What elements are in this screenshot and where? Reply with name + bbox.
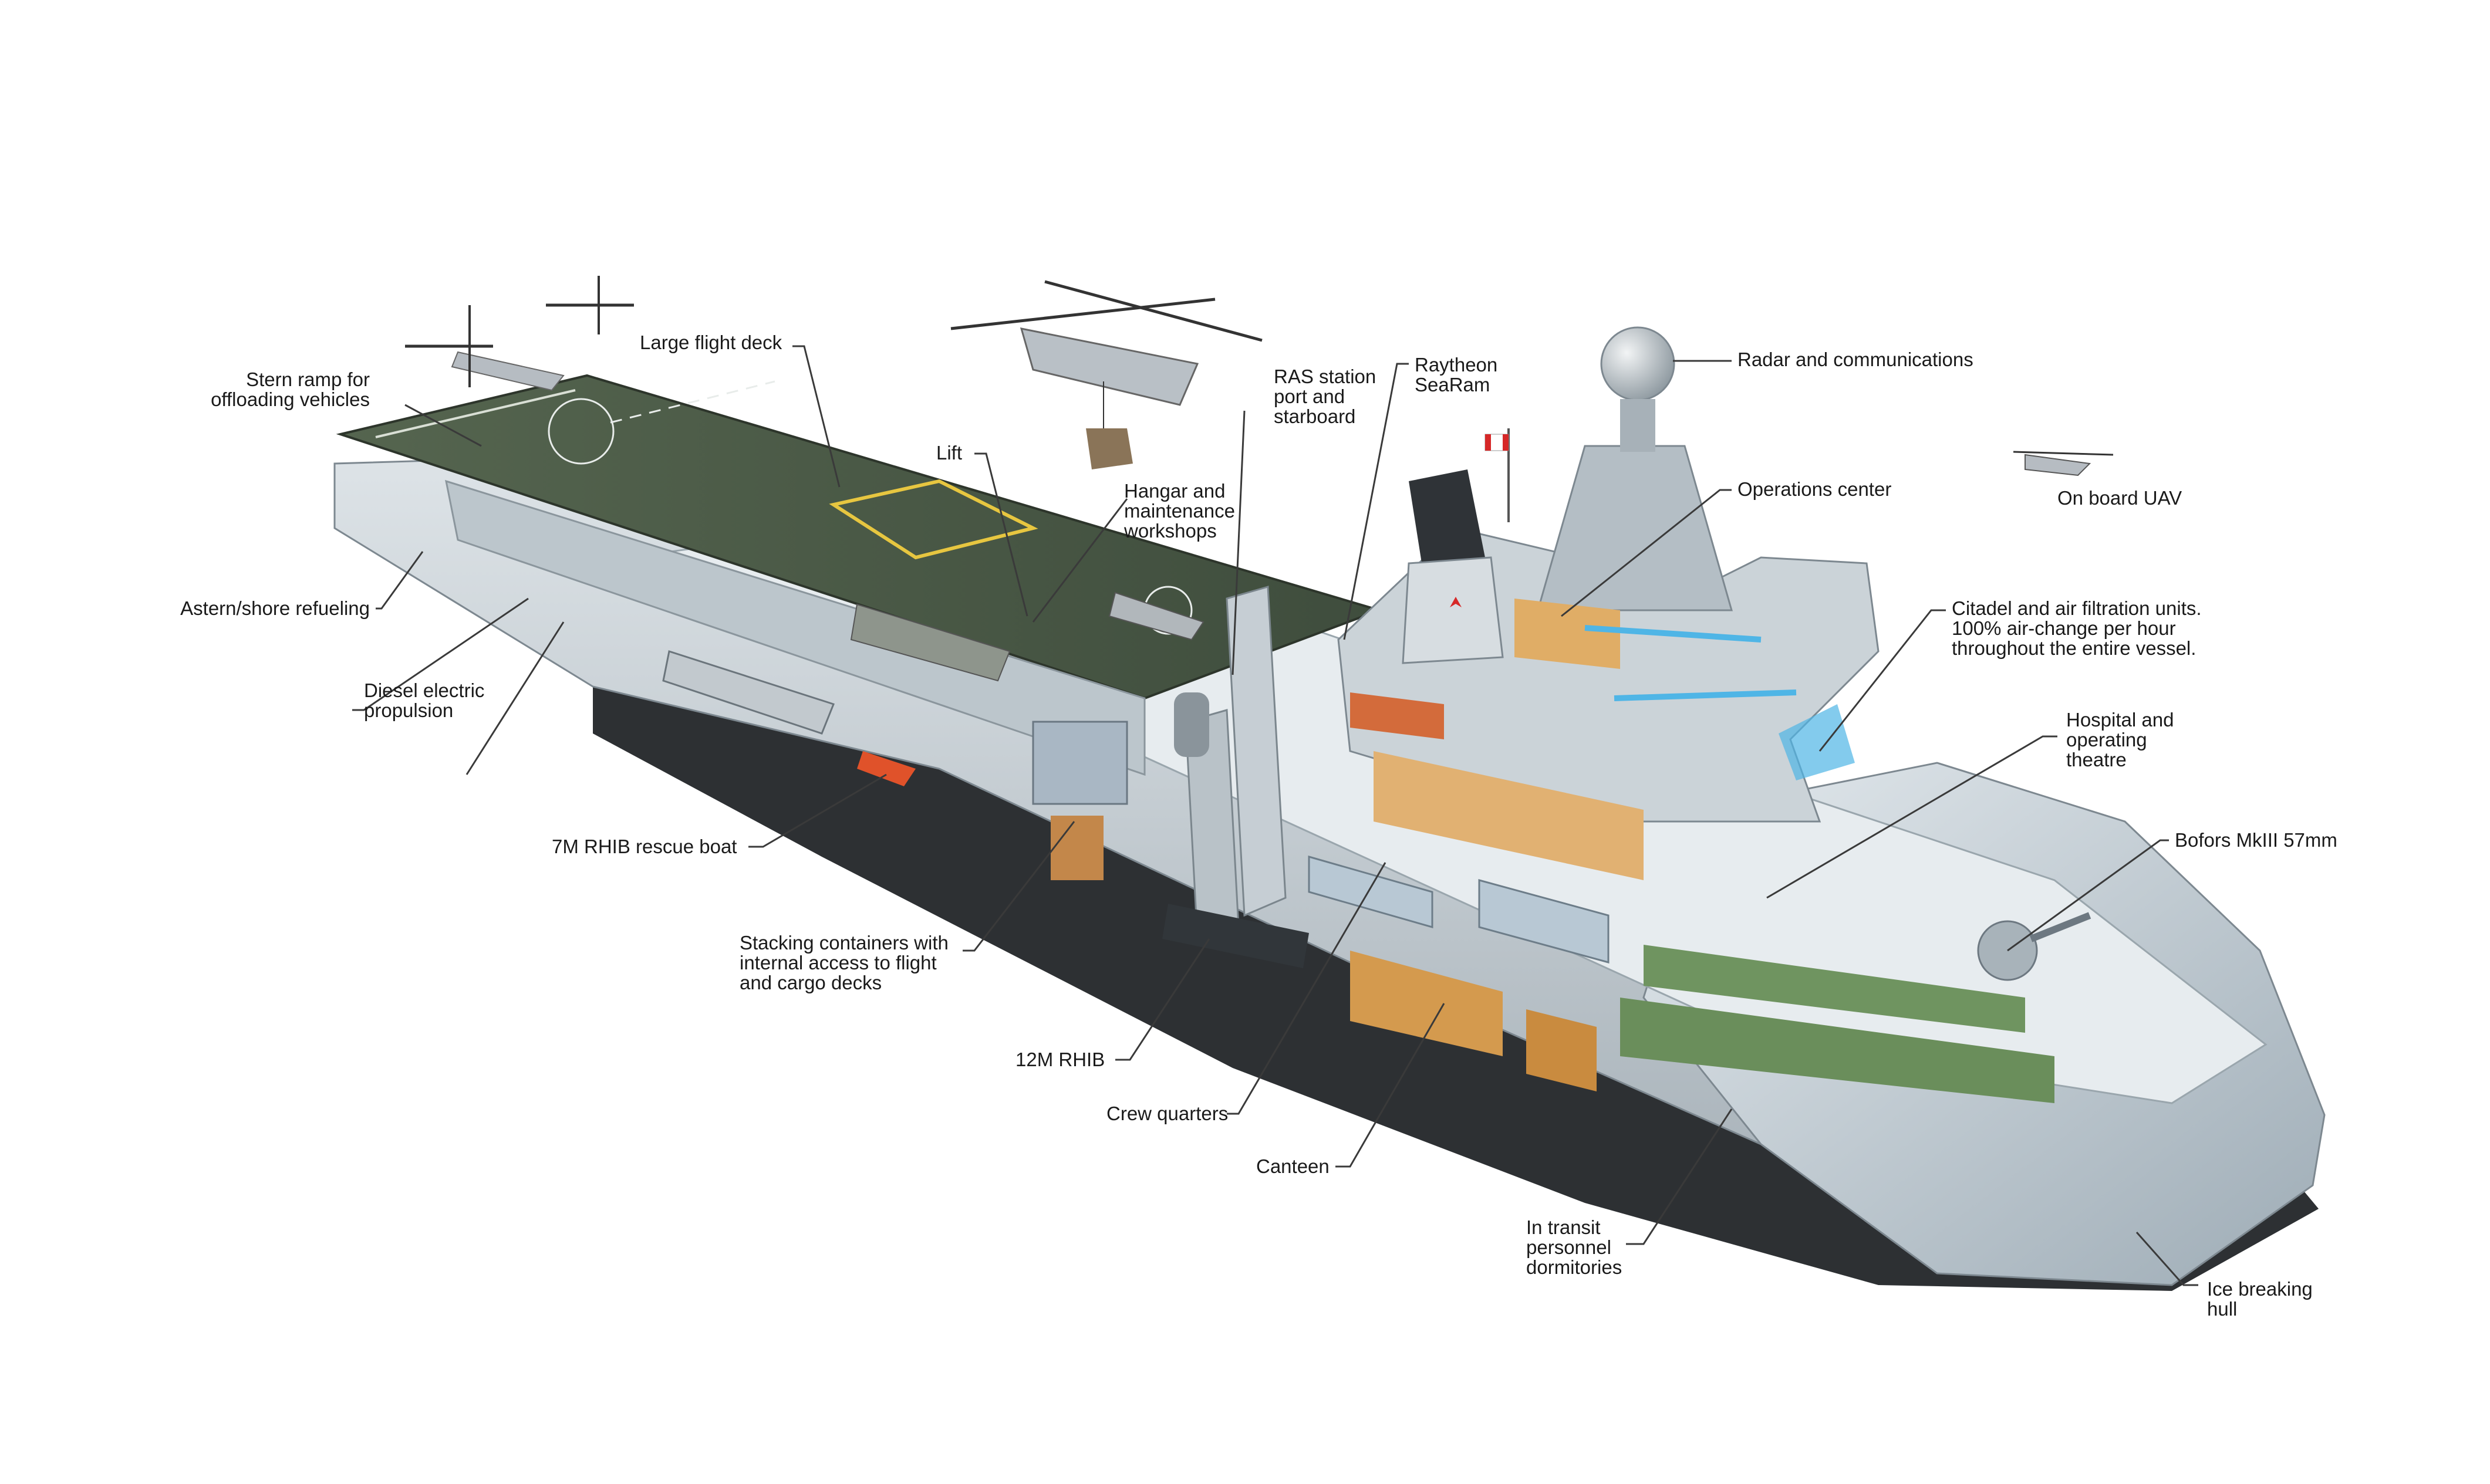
leader-rhib7 <box>748 773 887 848</box>
ras-station-label: RAS station port and starboard <box>1274 366 1376 427</box>
leader-canteen <box>1335 1003 1445 1168</box>
rhib7-label: 7M RHIB rescue boat <box>552 836 737 857</box>
lower-hull <box>593 687 2319 1291</box>
leader-ras-station <box>1231 410 1246 675</box>
uav-drone <box>2013 451 2114 476</box>
diesel-electric-label: Diesel electric propulsion <box>364 680 485 721</box>
leader-crew-quarters <box>1227 862 1386 1115</box>
leader-flight-deck <box>792 345 841 488</box>
leader-lift <box>974 452 1028 617</box>
searam-label: Raytheon SeaRam <box>1415 354 1498 395</box>
citadel-label: Citadel and air filtration units. 100% a… <box>1952 597 2202 659</box>
leader-citadel <box>1818 609 1946 752</box>
canteen-label: Canteen <box>1256 1155 1330 1177</box>
operations-center-label: Operations center <box>1737 478 1892 500</box>
uav-label: On board UAV <box>2057 487 2182 509</box>
bofors-label: Bofors MkIII 57mm <box>2175 829 2337 851</box>
in-transit-label: In transit personnel dormitories <box>1526 1216 1622 1278</box>
stern-ramp-label: Stern ramp for offloading vehicles <box>211 369 370 410</box>
leader-stern-ramp <box>404 404 482 447</box>
hangar-label: Hangar and maintenance workshops <box>1124 480 1235 542</box>
large-flight-deck-label: Large flight deck <box>640 332 782 353</box>
leader-rhib12 <box>1115 938 1210 1061</box>
leader-bofors <box>2007 839 2169 952</box>
leader-stacking <box>963 821 1075 952</box>
leader-astern-refueling <box>376 551 424 610</box>
leader-operations-center <box>1561 489 1732 617</box>
lift-label: Lift <box>936 442 963 464</box>
mast <box>1537 445 1733 611</box>
radar-label: Radar and communications <box>1737 349 1973 370</box>
stacking-label: Stacking containers with internal access… <box>740 932 949 993</box>
leader-ice-hull <box>2135 1232 2198 1286</box>
leader-hospital <box>1766 735 2057 899</box>
astern-refueling-label: Astern/shore refueling <box>180 597 370 619</box>
rhib12-label: 12M RHIB <box>1015 1049 1105 1070</box>
leader-diesel-electric <box>352 597 529 711</box>
hospital-label: Hospital and operating theatre <box>2066 709 2174 770</box>
crew-quarters-label: Crew quarters <box>1106 1103 1229 1124</box>
leader-hangar <box>1032 498 1128 623</box>
leader-propulsion-extra <box>465 621 565 775</box>
leader-searam <box>1343 363 1409 640</box>
ice-hull-label: Ice breaking hull <box>2207 1278 2313 1320</box>
skycrane-helicopter <box>950 280 1263 469</box>
ras-tower <box>1226 586 1287 917</box>
maple-leaf-mark <box>1450 597 1462 607</box>
radar-dome <box>1600 326 1675 401</box>
tiltrotor-aircraft <box>405 276 634 391</box>
leader-in-transit <box>1626 1108 1733 1245</box>
